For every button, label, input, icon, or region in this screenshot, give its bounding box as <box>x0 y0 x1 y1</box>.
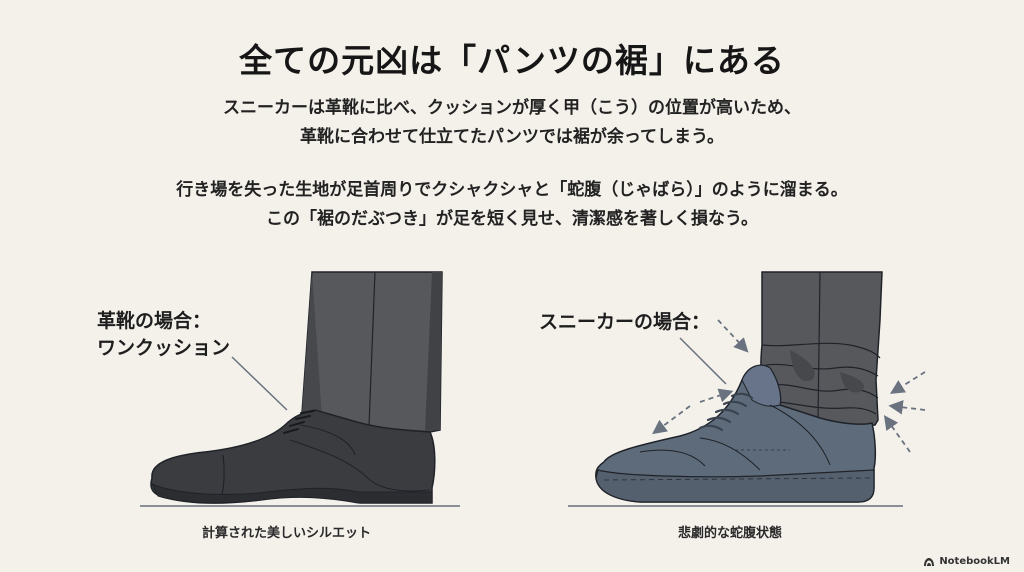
leather-shoe-label: 革靴の場合： ワンクッション <box>97 308 230 362</box>
pointer-line-right <box>679 337 727 385</box>
intro-line-1: スニーカーは革靴に比べ、クッションが厚く甲（こう）の位置が高いため、 <box>223 98 801 118</box>
leather-shoe-label-line-2: ワンクッション <box>97 337 231 359</box>
arrow-top-icon <box>717 319 749 353</box>
brand-label: NotebookLM <box>939 556 1010 567</box>
leather-shoe-label-line-1: 革靴の場合： <box>97 310 212 332</box>
intro-line-2: 革靴に合わせて仕立てたパンツでは裾が余ってしまう。 <box>300 127 724 147</box>
arrow-right-middle-icon <box>888 400 926 415</box>
arrow-right-upper-icon <box>889 371 926 394</box>
sneaker-icon <box>595 364 877 503</box>
explanation-line-1: 行き場を失った生地が足首周りでクシャクシャと「蛇腹（じゃばら）」のように溜まる。 <box>176 180 848 200</box>
brand-badge: NotebookLM <box>923 556 1010 567</box>
page-title: 全ての元凶は「パンツの裾」にある <box>239 41 785 80</box>
leather-shoe-illustration <box>140 271 460 507</box>
sneaker-illustration <box>568 271 926 507</box>
arrow-instep-up-icon <box>699 388 734 403</box>
notebooklm-logo-icon <box>924 557 935 566</box>
explanation-paragraph: 行き場を失った生地が足首周りでクシャクシャと「蛇腹（じゃばら）」のように溜まる。… <box>0 176 1024 234</box>
arrow-instep-down-icon <box>652 405 691 435</box>
sneaker-label: スニーカーの場合： <box>539 309 710 336</box>
explanation-line-2: この「裾のだぶつき」が足を短く見せ、清潔感を著しく損なう。 <box>266 209 758 229</box>
arrow-right-lower-icon <box>883 415 911 453</box>
leather-shoe-caption: 計算された美しいシルエット <box>202 526 372 541</box>
sneaker-caption: 悲劇的な蛇腹状態 <box>678 526 783 541</box>
trouser-left-icon <box>301 271 443 433</box>
pointer-line-left <box>231 356 288 411</box>
compression-arrows <box>652 319 926 453</box>
leather-shoe-icon <box>150 409 436 504</box>
trouser-right-icon <box>760 271 883 427</box>
sneaker-label-line-1: スニーカーの場合： <box>539 311 711 333</box>
intro-paragraph: スニーカーは革靴に比べ、クッションが厚く甲（こう）の位置が高いため、 革靴に合わ… <box>0 94 1024 152</box>
